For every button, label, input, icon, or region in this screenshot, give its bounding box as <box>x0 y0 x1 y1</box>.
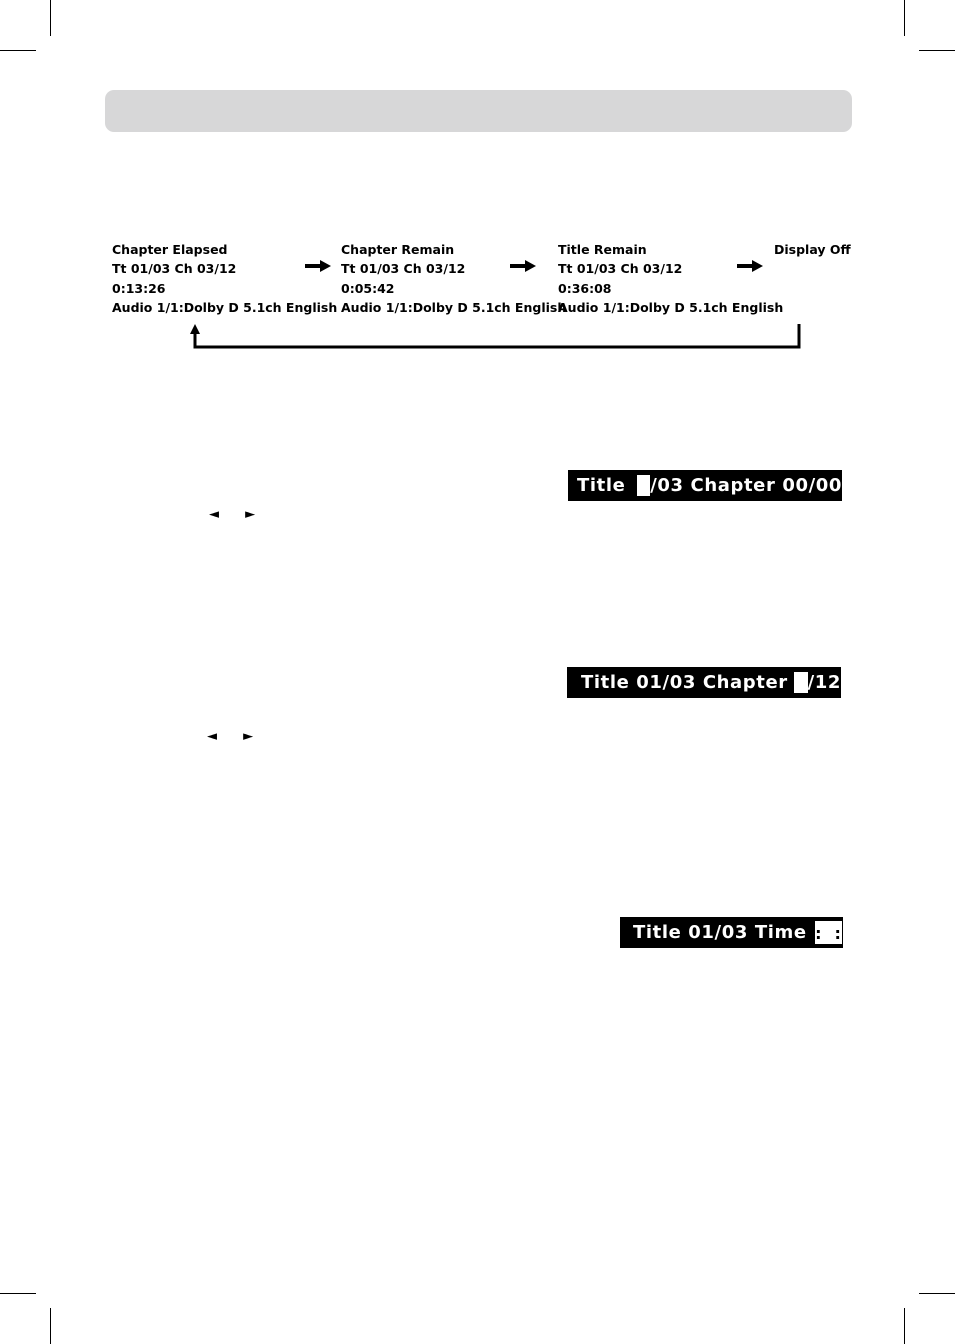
status-display-off: Display Off <box>774 240 851 259</box>
right-triangle-icon: ► <box>245 507 256 522</box>
osd-chapter-entry-field[interactable] <box>793 672 808 693</box>
nav-arrows: ◄ ► <box>209 507 255 522</box>
osd-chapter-search: Title 01/03 Chapter /12 <box>567 667 841 698</box>
osd-suffix: /03 Chapter 00/00 <box>650 475 842 496</box>
status-track: Tt 01/03 Ch 03/12 <box>558 261 683 277</box>
status-mode: Display Off <box>774 242 851 257</box>
status-time: 0:13:26 <box>112 280 166 296</box>
crop-mark <box>50 1308 51 1344</box>
status-mode: Chapter Remain <box>341 242 455 257</box>
osd-time-entry-field[interactable]: : : <box>813 920 843 945</box>
osd-prefix: Title 01/03 Chapter <box>581 672 788 693</box>
crop-mark <box>919 50 955 51</box>
osd-suffix: /12 <box>807 672 841 693</box>
left-triangle-icon: ◄ <box>209 507 219 522</box>
section-header-bar <box>105 90 852 132</box>
status-title-remain: Title Remain Tt 01/03 Ch 03/12 0:36:08 A… <box>558 240 783 317</box>
status-audio: Audio 1/1:Dolby D 5.1ch English <box>558 299 784 315</box>
crop-mark <box>904 1308 905 1344</box>
crop-mark <box>50 0 51 36</box>
osd-prefix: Title <box>577 475 626 496</box>
right-triangle-icon: ► <box>243 729 254 744</box>
status-track: Tt 01/03 Ch 03/12 <box>112 261 237 277</box>
status-audio: Audio 1/1:Dolby D 5.1ch English <box>112 299 338 315</box>
crop-mark <box>0 1293 36 1294</box>
right-arrow-icon <box>305 260 331 272</box>
crop-mark <box>919 1293 955 1294</box>
status-chapter-elapsed: Chapter Elapsed Tt 01/03 Ch 03/12 0:13:2… <box>112 240 337 317</box>
osd-title-entry-field[interactable] <box>637 475 651 496</box>
right-arrow-icon <box>510 260 536 272</box>
crop-mark <box>0 50 36 51</box>
osd-title-search: Title /03 Chapter 00/00 <box>568 470 842 501</box>
left-triangle-icon: ◄ <box>207 729 217 744</box>
status-audio: Audio 1/1:Dolby D 5.1ch English <box>341 299 567 315</box>
right-arrow-icon <box>737 260 763 272</box>
loop-back-arrow-icon <box>190 324 801 349</box>
osd-time-search: Title 01/03 Time : : <box>620 917 843 948</box>
status-mode: Chapter Elapsed <box>112 242 228 257</box>
status-time: 0:36:08 <box>558 280 612 296</box>
status-mode: Title Remain <box>558 242 647 257</box>
nav-arrows: ◄ ► <box>207 729 253 744</box>
status-time: 0:05:42 <box>341 280 395 296</box>
status-chapter-remain: Chapter Remain Tt 01/03 Ch 03/12 0:05:42… <box>341 240 566 317</box>
osd-prefix: Title 01/03 Time <box>633 922 807 943</box>
crop-mark <box>904 0 905 36</box>
status-track: Tt 01/03 Ch 03/12 <box>341 261 466 277</box>
